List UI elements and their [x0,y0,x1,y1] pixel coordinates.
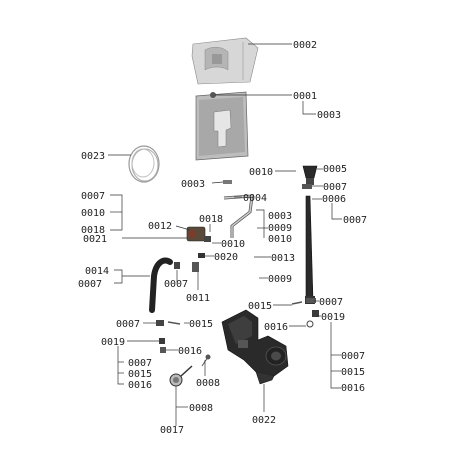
label-0016: 0016 [341,383,365,394]
label-0007: 0007 [81,191,105,202]
auto-air-vent-part [302,165,318,185]
label-0010: 0010 [249,167,273,178]
label-0020: 0020 [214,252,238,263]
label-0007: 0007 [343,215,367,226]
label-0009: 0009 [268,274,292,285]
label-0007: 0007 [128,358,152,369]
label-0023: 0023 [81,151,105,162]
label-0014: 0014 [85,266,109,277]
label-0010: 0010 [81,208,105,219]
label-0015: 0015 [341,367,365,378]
label-0019: 0019 [101,337,125,348]
label-0004: 0004 [243,193,267,204]
part-labels: 0002 0001 0003 0023 0010 0005 0003 0007 … [78,40,367,436]
label-0005: 0005 [323,164,347,175]
label-0006: 0006 [322,194,346,205]
label-0007: 0007 [319,297,343,308]
label-0008: 0008 [189,403,213,414]
fitting-0020-part [198,253,205,258]
label-0012: 0012 [148,221,172,232]
sensor-0017-part [169,365,193,387]
label-0016: 0016 [178,346,202,357]
label-0007: 0007 [341,351,365,362]
label-0010: 0010 [221,239,245,250]
label-0001: 0001 [293,91,317,102]
label-0011: 0011 [186,293,210,304]
hose-0014-part [149,257,173,313]
label-0018: 0018 [199,214,223,225]
label-0019: 0019 [321,312,345,323]
label-0015: 0015 [248,301,272,312]
label-0007: 0007 [323,182,347,193]
leader-lines [108,43,342,426]
label-0003: 0003 [317,110,341,121]
label-0009: 0009 [268,223,292,234]
label-0003: 0003 [181,179,205,190]
label-0016: 0016 [264,322,288,333]
label-0015: 0015 [189,319,213,330]
label-0022: 0022 [252,415,276,426]
pipe-0004-part [223,194,254,238]
label-0017: 0017 [160,425,184,436]
fitting-0011-part [192,262,199,272]
sensor-0019-part [159,310,319,344]
label-0002: 0002 [293,40,317,51]
oring-0016-part [160,320,314,353]
fitting-0007-part [156,184,316,326]
valve-0012-part [186,226,211,242]
label-0021: 0021 [83,234,107,245]
label-0010: 0010 [268,234,292,245]
clip-0015-part [167,301,303,325]
insulation-cover-part [191,37,259,85]
label-0003: 0003 [268,211,292,222]
clip-part [223,180,232,184]
pump-unit-part [221,309,289,385]
label-0016: 0016 [128,380,152,391]
expansion-vessel-part [195,91,249,161]
label-0008: 0008 [196,378,220,389]
capillary-coil-part [128,145,160,183]
label-0018: 0018 [81,225,105,236]
label-0013: 0013 [271,253,295,264]
label-0007: 0007 [78,279,102,290]
label-0015: 0015 [128,369,152,380]
label-0007: 0007 [164,279,188,290]
label-0007: 0007 [116,319,140,330]
